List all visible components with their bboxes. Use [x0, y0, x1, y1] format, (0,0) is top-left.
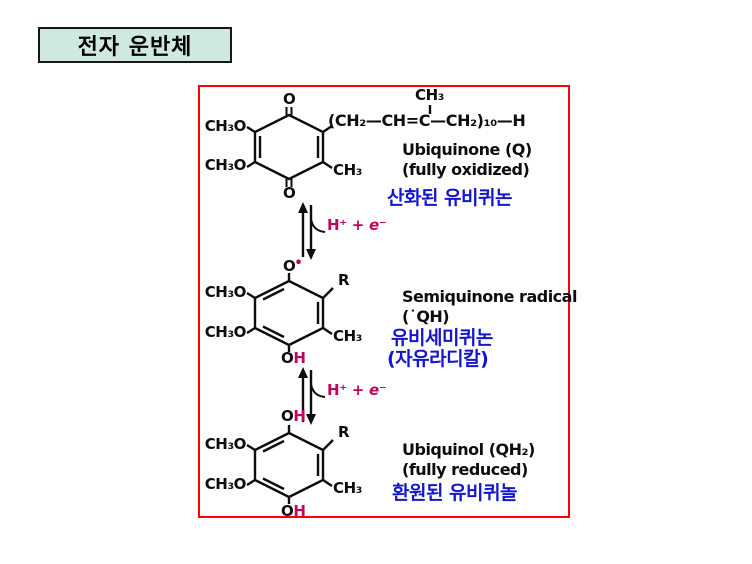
ubiquinol-name: Ubiquinol (QH₂)	[402, 440, 535, 459]
semiquinone-korean-label-1: 유비세미퀴논	[391, 327, 493, 349]
ubiquinone-ring-methyl: CH₃	[333, 161, 362, 179]
ubiquinol-methoxy-top: CH₃O	[204, 435, 247, 453]
ubiquinol-korean-label: 환원된 유비퀴놀	[392, 482, 517, 504]
semiquinone-methoxy-bottom: CH₃O	[204, 323, 247, 341]
hydroxyl-oxygen: O	[281, 502, 294, 520]
semiquinone-name: Semiquinone radical	[402, 287, 577, 306]
hydroxyl-oxygen: O	[281, 349, 294, 367]
semiquinone-ring-methyl: CH₃	[333, 327, 362, 345]
hydroxyl-hydrogen: H	[293, 407, 306, 425]
radical-dot: •	[294, 256, 303, 271]
semiquinone-r-group: R	[338, 271, 350, 289]
semiquinone-ring-bonds	[246, 273, 334, 352]
isoprenoid-side-chain: (CH₂—CH=C—CH₂)₁₀—H	[328, 111, 526, 130]
ubiquinol-hydroxyl-bottom: OH	[281, 504, 306, 519]
reaction2-hplus: H⁺ +	[327, 381, 365, 399]
diagram-box: O CH₃O CH₃O O CH₃ (CH₂—CH=C—CH₂)₁₀—H CH₃…	[198, 85, 577, 519]
side-chain-methyl: CH₃	[415, 86, 444, 104]
slide-title-box: 전자 운반체	[38, 27, 232, 63]
reaction1-label: H⁺ + e⁻	[327, 218, 387, 233]
ubiquinol-r-group: R	[338, 423, 350, 441]
slide-title: 전자 운반체	[77, 35, 193, 60]
ubiquinone-methoxy-bottom: CH₃O	[204, 156, 247, 174]
semiquinone-oxygen: O	[283, 257, 296, 275]
ubiquinone-state: (fully oxidized)	[402, 160, 530, 179]
reaction1-hplus: H⁺ +	[327, 216, 365, 234]
ubiquinol-methoxy-bottom: CH₃O	[204, 475, 247, 493]
ubiquinone-korean-label: 산화된 유비퀴논	[387, 187, 512, 209]
ubiquinone-carbonyl-top: O	[283, 90, 296, 108]
ubiquinone-ring-bonds	[246, 105, 432, 187]
semiquinone-methoxy-top: CH₃O	[204, 283, 247, 301]
structure-bonds-graphic	[246, 105, 432, 504]
ubiquinone-methoxy-top: CH₃O	[204, 117, 247, 135]
reaction2-label: H⁺ + e⁻	[327, 383, 387, 398]
equilibrium-arrow-1	[298, 202, 326, 260]
reaction1-electron: e⁻	[369, 216, 387, 234]
hydroxyl-oxygen: O	[281, 407, 294, 425]
ubiquinol-ring-methyl: CH₃	[333, 479, 362, 497]
semiquinone-oxy-radical: O•	[283, 256, 303, 275]
ubiquinone-name: Ubiquinone (Q)	[402, 140, 532, 159]
ubiquinol-state: (fully reduced)	[402, 460, 528, 479]
hydroxyl-hydrogen: H	[293, 502, 306, 520]
ubiquinol-ring-bonds	[246, 425, 334, 504]
ubiquinol-hydroxyl-top: OH	[281, 409, 306, 424]
equilibrium-arrow-2	[298, 367, 326, 425]
ubiquinone-carbonyl-bottom: O	[283, 184, 296, 202]
reaction2-electron: e⁻	[369, 381, 387, 399]
semiquinone-symbol: (˙QH)	[402, 307, 450, 326]
hydroxyl-hydrogen: H	[293, 349, 306, 367]
semiquinone-korean-label-2: (자유라디칼)	[387, 348, 489, 370]
semiquinone-hydroxyl: OH	[281, 351, 306, 366]
